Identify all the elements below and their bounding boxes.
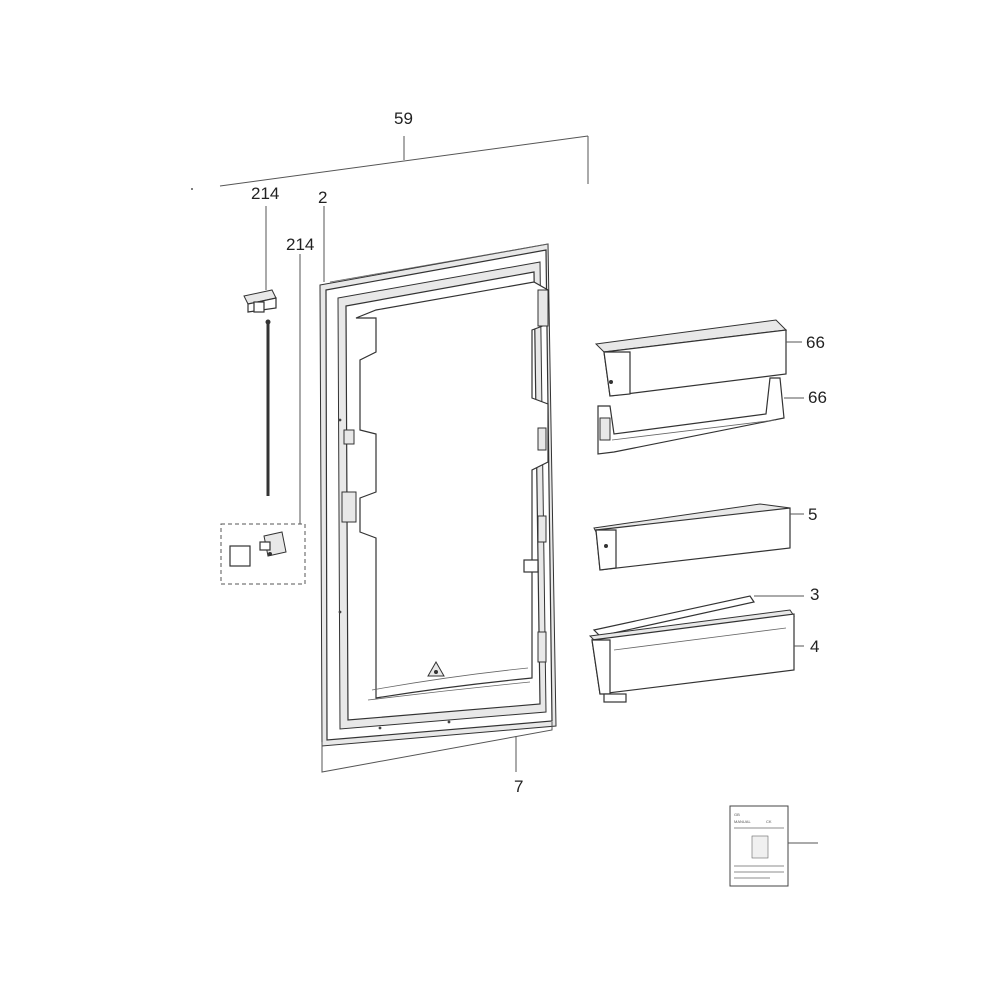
label-214-top: 214 bbox=[251, 184, 279, 203]
manual-line-2: MANUAL bbox=[734, 819, 751, 824]
manual-line-1: GB bbox=[734, 812, 740, 817]
upper-shelf-part bbox=[597, 377, 785, 455]
label-5: 5 bbox=[808, 505, 817, 524]
mid-shelf-part bbox=[593, 503, 791, 571]
manual-line-3: CK bbox=[766, 819, 772, 824]
upper-cover-part bbox=[594, 319, 788, 397]
label-3: 3 bbox=[810, 585, 819, 604]
label-4: 4 bbox=[810, 637, 819, 656]
label-66-shelf: 66 bbox=[808, 388, 827, 407]
label-66-cover: 66 bbox=[806, 333, 825, 352]
manual-booklet: GB MANUAL CK bbox=[729, 805, 789, 887]
label-59: 59 bbox=[394, 109, 413, 128]
top-stop-part bbox=[243, 289, 277, 496]
width-dimension bbox=[191, 135, 589, 190]
gasket-dimension bbox=[321, 722, 553, 773]
bottom-shelf-part bbox=[588, 609, 795, 703]
label-7: 7 bbox=[514, 777, 523, 796]
door-panel bbox=[319, 243, 557, 747]
label-2: 2 bbox=[318, 188, 327, 207]
shelf-rail-part bbox=[592, 595, 755, 637]
label-214-kit: 214 bbox=[286, 235, 314, 254]
hinge-kit-part bbox=[220, 523, 306, 585]
